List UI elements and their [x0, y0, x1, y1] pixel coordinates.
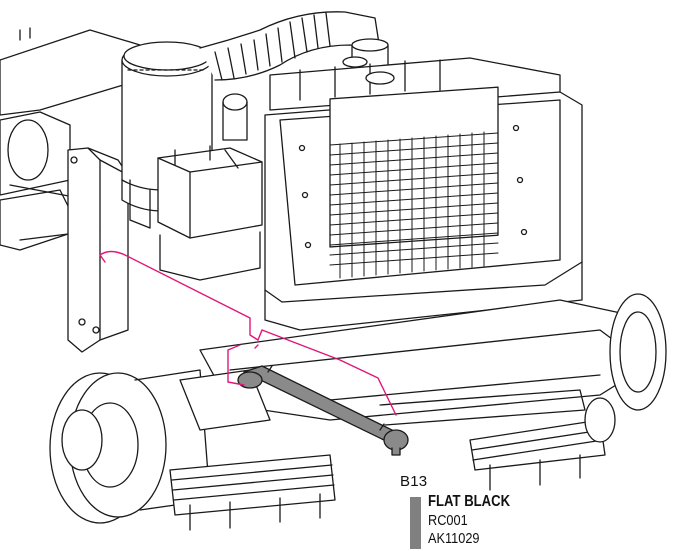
- frame-rails: [0, 27, 141, 251]
- paint-code: RC001: [428, 512, 468, 529]
- leaf-springs: [169, 419, 606, 531]
- color-swatch: [410, 497, 421, 549]
- left-wheel-hub: [49, 369, 211, 524]
- engine-valve-cover: [222, 56, 561, 141]
- routing-line: [99, 250, 397, 416]
- radiator: [264, 86, 583, 331]
- battery: [157, 145, 263, 281]
- intake-hose: [199, 11, 389, 81]
- part-number: AK11029: [428, 530, 480, 547]
- left-upright-bracket: [67, 147, 129, 353]
- part-callout: B13 FLAT BLACK RC001 AK11029: [400, 473, 550, 549]
- callout-id: B13: [400, 473, 428, 490]
- tie-rod-highlight: [237, 365, 409, 456]
- finish-name: FLAT BLACK: [428, 493, 511, 510]
